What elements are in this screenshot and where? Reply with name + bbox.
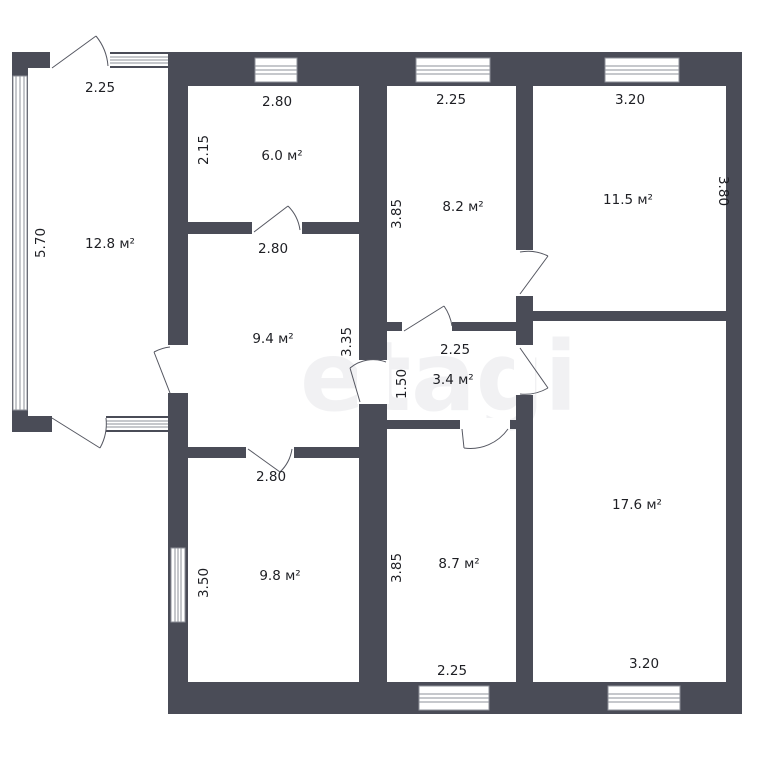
room-top-right-height-label: 3.80 (715, 176, 731, 206)
window-17-6m (607, 685, 681, 711)
room-top-small-area-label: 6.0 м² (261, 148, 302, 164)
door-hall-corridor (349, 359, 387, 403)
inner-wall-h4 (387, 420, 516, 429)
window-11-5m (604, 57, 680, 83)
room-top-middle-area-label: 8.2 м² (442, 199, 483, 215)
door-corridor-8-7m (461, 428, 509, 449)
door-8-2m-corridor (403, 305, 453, 332)
door-8-2m-11-5m (519, 250, 549, 295)
hall-width-label: 2.80 (258, 241, 288, 257)
veranda-window-bottom (106, 418, 168, 430)
room-top-small-width-label: 2.80 (262, 94, 292, 110)
corridor-area-label: 3.4 м² (432, 372, 473, 388)
veranda-height-label: 5.70 (33, 228, 49, 258)
veranda-area-label: 12.8 м² (85, 236, 135, 252)
door-hall-left (153, 346, 171, 394)
window-8-7m (418, 685, 490, 711)
hall-height-label: 3.35 (339, 327, 355, 357)
door-veranda-bottom (51, 417, 107, 449)
room-bottom-left-area-label: 9.8 м² (259, 568, 300, 584)
door-6m-hall (253, 205, 301, 233)
room-bottom-left-height-label: 3.50 (196, 568, 212, 598)
veranda-window-top (110, 54, 168, 66)
veranda-width-label: 2.25 (85, 80, 115, 96)
door-veranda-top (51, 35, 109, 69)
room-top-small-height-label: 2.15 (196, 135, 212, 165)
window-8-2m (415, 57, 491, 83)
corridor-height-label: 1.50 (394, 369, 410, 399)
room-bottom-middle-height-label: 3.85 (389, 553, 405, 583)
window-6m (254, 57, 298, 83)
labels: 2.25 5.70 12.8 м² 2.80 2.15 6.0 м² 2.80 … (33, 80, 731, 679)
door-hall-9-8m (247, 448, 293, 473)
room-bottom-middle-width-label: 2.25 (437, 663, 467, 679)
windows (12, 54, 681, 711)
inner-wall-h5 (533, 311, 726, 321)
room-bottom-middle-area-label: 8.7 м² (438, 556, 479, 572)
room-top-middle-height-label: 3.85 (389, 199, 405, 229)
hall-area-label: 9.4 м² (252, 331, 293, 347)
veranda-window-left (12, 75, 28, 411)
room-top-right-width-label: 3.20 (615, 92, 645, 108)
room-bottom-right-width-label: 3.20 (629, 656, 659, 672)
corridor-width-label: 2.25 (440, 342, 470, 358)
doors (51, 35, 549, 473)
room-bottom-left-width-label: 2.80 (256, 469, 286, 485)
door-corridor-17-6m (519, 347, 549, 395)
openings (50, 50, 535, 460)
window-9-8m (170, 547, 186, 623)
room-top-middle-width-label: 2.25 (436, 92, 466, 108)
right-wall (726, 52, 742, 714)
room-bottom-right-area-label: 17.6 м² (612, 497, 662, 513)
room-top-right-area-label: 11.5 м² (603, 192, 653, 208)
